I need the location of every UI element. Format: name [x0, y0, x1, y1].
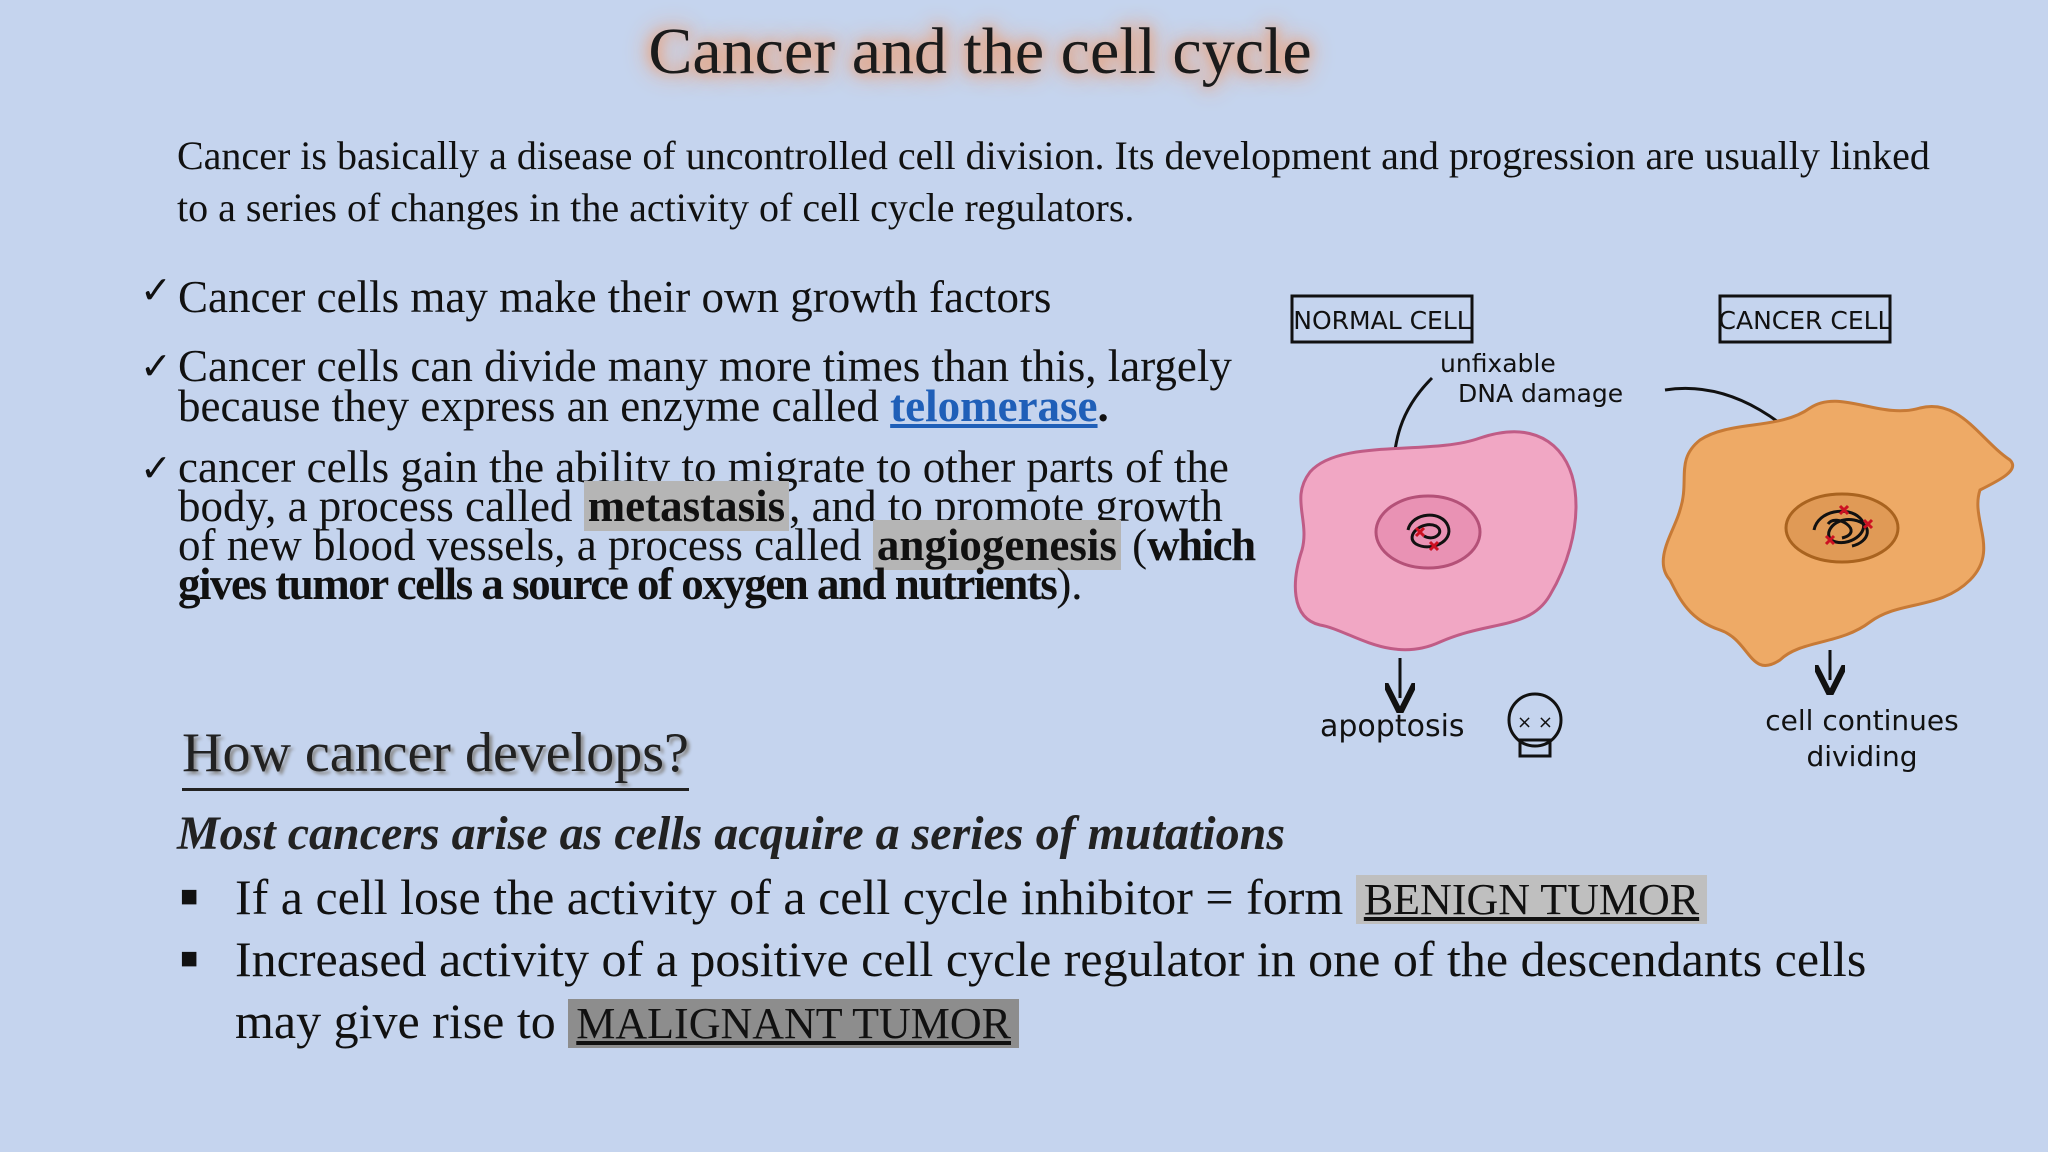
bullet-emphasis: which gives tumor cells a source of oxyg… [178, 520, 1256, 609]
section-lead: Most cancers arise as cells acquire a se… [177, 807, 1286, 860]
malignant-tumor-tag: MALIGNANT TUMOR [568, 999, 1019, 1048]
damage-label-line1: unfixable [1440, 349, 1556, 378]
svg-text:× ×: × × [1517, 712, 1553, 733]
normal-dna-strands [1406, 513, 1451, 549]
benign-tumor-tag: BENIGN TUMOR [1355, 875, 1708, 924]
bullet-text: ). [1056, 559, 1083, 609]
checkmark-icon: ✓ [140, 268, 172, 312]
apoptosis-label: apoptosis [1320, 709, 1465, 744]
cancer-damage-marks [1824, 504, 1874, 546]
checkmark-icon: ✓ [140, 446, 172, 490]
term-metastasis: metastasis [583, 481, 790, 531]
bullet-text: , and to promote growth of new blood ves… [178, 481, 1223, 570]
square-bullet-icon: ■ [180, 942, 199, 975]
continues-label-line1: cell continues [1765, 704, 1958, 737]
point-text: Increased activity of a positive cell cy… [235, 931, 1867, 1049]
checkmark-icon: ✓ [140, 344, 172, 388]
term-angiogenesis: angiogenesis [872, 520, 1121, 570]
bullet-list: ✓ Cancer cells may make their own growth… [140, 270, 1260, 626]
skull-icon: × × [1507, 692, 1563, 758]
intro-paragraph: Cancer is basically a disease of uncontr… [177, 133, 1930, 230]
continues-label-line2: dividing [1807, 740, 1918, 773]
bullet-text: ( [1120, 520, 1148, 570]
bullet-growth-factors: ✓ Cancer cells may make their own growth… [140, 270, 1260, 324]
bullet-text: Cancer cells may make their own growth f… [178, 272, 1052, 322]
bullet-text: Cancer cells can divide many more times … [178, 341, 1232, 431]
normal-cell-label-box: NORMAL CELL [1290, 294, 1474, 344]
normal-cell-label: NORMAL CELL [1293, 306, 1470, 335]
telomerase-link[interactable]: telomerase [890, 381, 1098, 431]
normal-damage-marks [1414, 526, 1440, 552]
cancer-cell-nucleus [1784, 492, 1900, 564]
bullet-telomerase: ✓ Cancer cells can divide many more time… [140, 344, 1260, 429]
bullet-period: . [1097, 381, 1109, 431]
bullet-metastasis: ✓ cancer cells gain the ability to migra… [140, 445, 1260, 607]
section-heading: How cancer develops? [182, 722, 689, 791]
square-bullet-icon: ■ [180, 880, 199, 913]
normal-cell-nucleus [1374, 494, 1482, 570]
cancer-cell-label-box: CANCER CELL [1718, 294, 1892, 344]
damage-label-line2: DNA damage [1458, 379, 1623, 408]
cell-diagram: NORMAL CELL CANCER CELL unfixable DNA da… [1280, 280, 2040, 800]
point-text: If a cell lose the activity of a cell cy… [235, 869, 1356, 925]
cancer-cell-label: CANCER CELL [1719, 306, 1892, 335]
slide-title: Cancer and the cell cycle [648, 15, 1312, 88]
cell-diagram-svg: NORMAL CELL CANCER CELL unfixable DNA da… [1290, 294, 2014, 773]
